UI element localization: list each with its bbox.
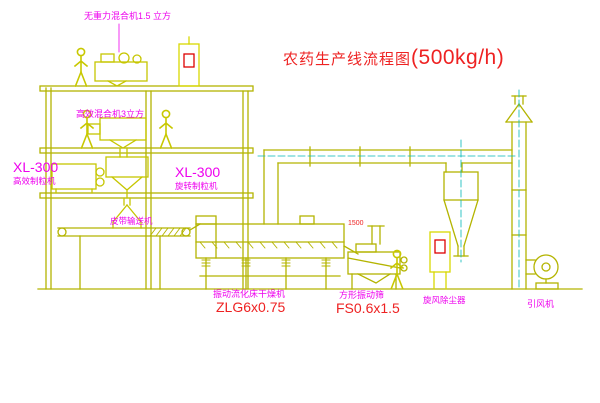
centerlines — [257, 89, 520, 290]
label-dryer-model: ZLG6x0.75 — [216, 299, 286, 315]
mid-mixer-machine — [87, 117, 147, 158]
worker-icon — [159, 109, 173, 149]
control-panel-bottom — [429, 231, 451, 290]
drawing-title-capacity: (500kg/h) — [411, 46, 505, 69]
label-sieve-model: FS0.6x1.5 — [336, 300, 400, 316]
label-sieve-name: 方形振动筛 — [339, 290, 385, 300]
label-left-granulator-name: 高效制粒机 — [13, 176, 56, 186]
label-belt-conveyor: 皮带输送机 — [110, 216, 153, 226]
top-mixer-machine — [94, 52, 148, 87]
label-fan: 引风机 — [527, 299, 555, 309]
control-panel-top — [178, 36, 200, 87]
drawing-title-text: 农药生产线流程图 — [283, 51, 412, 68]
fan-machine — [525, 254, 559, 290]
label-dryer-name: 振动流化床干燥机 — [213, 289, 286, 299]
label-mid-mixer: 高效混合机3立方 — [76, 109, 145, 119]
label-mid-granulator-model: XL-300 — [175, 164, 221, 180]
dryer-machine — [195, 215, 359, 290]
building-frame — [39, 85, 254, 290]
label-top-mixer: 无重力混合机1.5 立方 — [84, 11, 172, 21]
left-granulator-machine — [51, 163, 105, 194]
drawing-title: 农药生产线流程图(500kg/h) — [283, 46, 504, 70]
exhaust-duct — [263, 146, 513, 225]
mid-granulator-machine — [105, 156, 149, 229]
label-dimension-1500: 1500 — [348, 220, 364, 227]
worker-icon — [74, 47, 88, 87]
belt-conveyor-machine — [57, 223, 201, 290]
label-cyclone: 旋风除尘器 — [423, 295, 466, 305]
label-mid-granulator-name: 旋转制粒机 — [175, 181, 218, 191]
label-left-granulator-model: XL-300 — [13, 159, 59, 175]
